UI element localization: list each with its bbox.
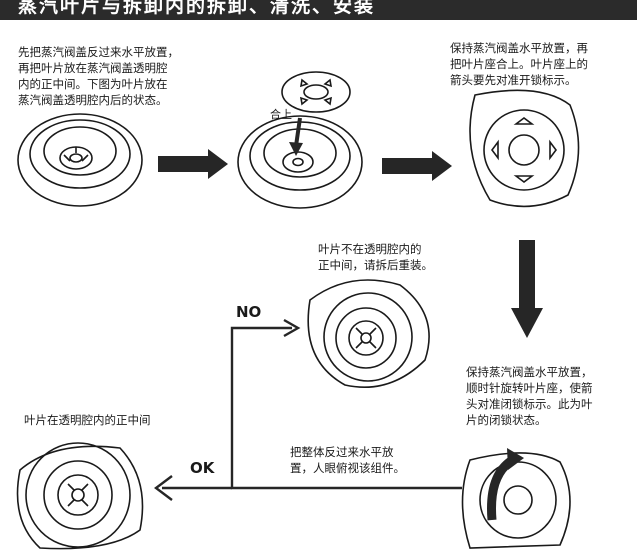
header-bar: 蒸汽叶片与拆卸内的拆卸、清洗、安装: [0, 0, 637, 20]
step4-illustration: [461, 452, 571, 549]
step4-text: 保持蒸汽阀盖水平放置， 顺时针旋转叶片座，使箭 头对准闭锁标示。此为叶 片的闭锁…: [466, 365, 593, 427]
flow-arrow-2: [382, 151, 452, 181]
step2-illustration: [237, 71, 363, 209]
no-label: NO: [236, 303, 262, 321]
step3-illustration: [469, 89, 580, 208]
rotate-arrow-icon: [487, 453, 519, 521]
not-centered-text: 叶片不在透明腔内的 正中间，请拆后重装。: [318, 242, 433, 272]
centered-text: 叶片在透明腔内的正中间: [24, 413, 151, 427]
step3-text: 保持蒸汽阀盖水平放置，再 把叶片座合上。叶片座上的 箭头要先对准开锁标示。: [450, 41, 588, 87]
flow-arrow-down: [511, 240, 543, 338]
page-title: 蒸汽叶片与拆卸内的拆卸、清洗、安装: [18, 0, 376, 17]
ok-label: OK: [190, 459, 215, 477]
ok-arrowhead: [154, 475, 173, 501]
step2-label: 合上: [270, 108, 292, 121]
centered-illustration: [16, 442, 144, 550]
step5-text: 把整体反过来水平放 置，人眼俯视该组件。: [290, 445, 405, 475]
step1-text: 先把蒸汽阀盖反过来水平放置， 再把叶片放在蒸汽阀盖透明腔 内的正中间。下图为叶片…: [18, 45, 179, 107]
connector-lines: [162, 326, 462, 490]
down-arrow-small: [294, 117, 302, 147]
step1-lid-illustration: [17, 113, 143, 207]
flow-arrow-1: [158, 149, 228, 179]
not-centered-illustration: [307, 279, 430, 388]
no-arrowhead: [283, 318, 301, 338]
